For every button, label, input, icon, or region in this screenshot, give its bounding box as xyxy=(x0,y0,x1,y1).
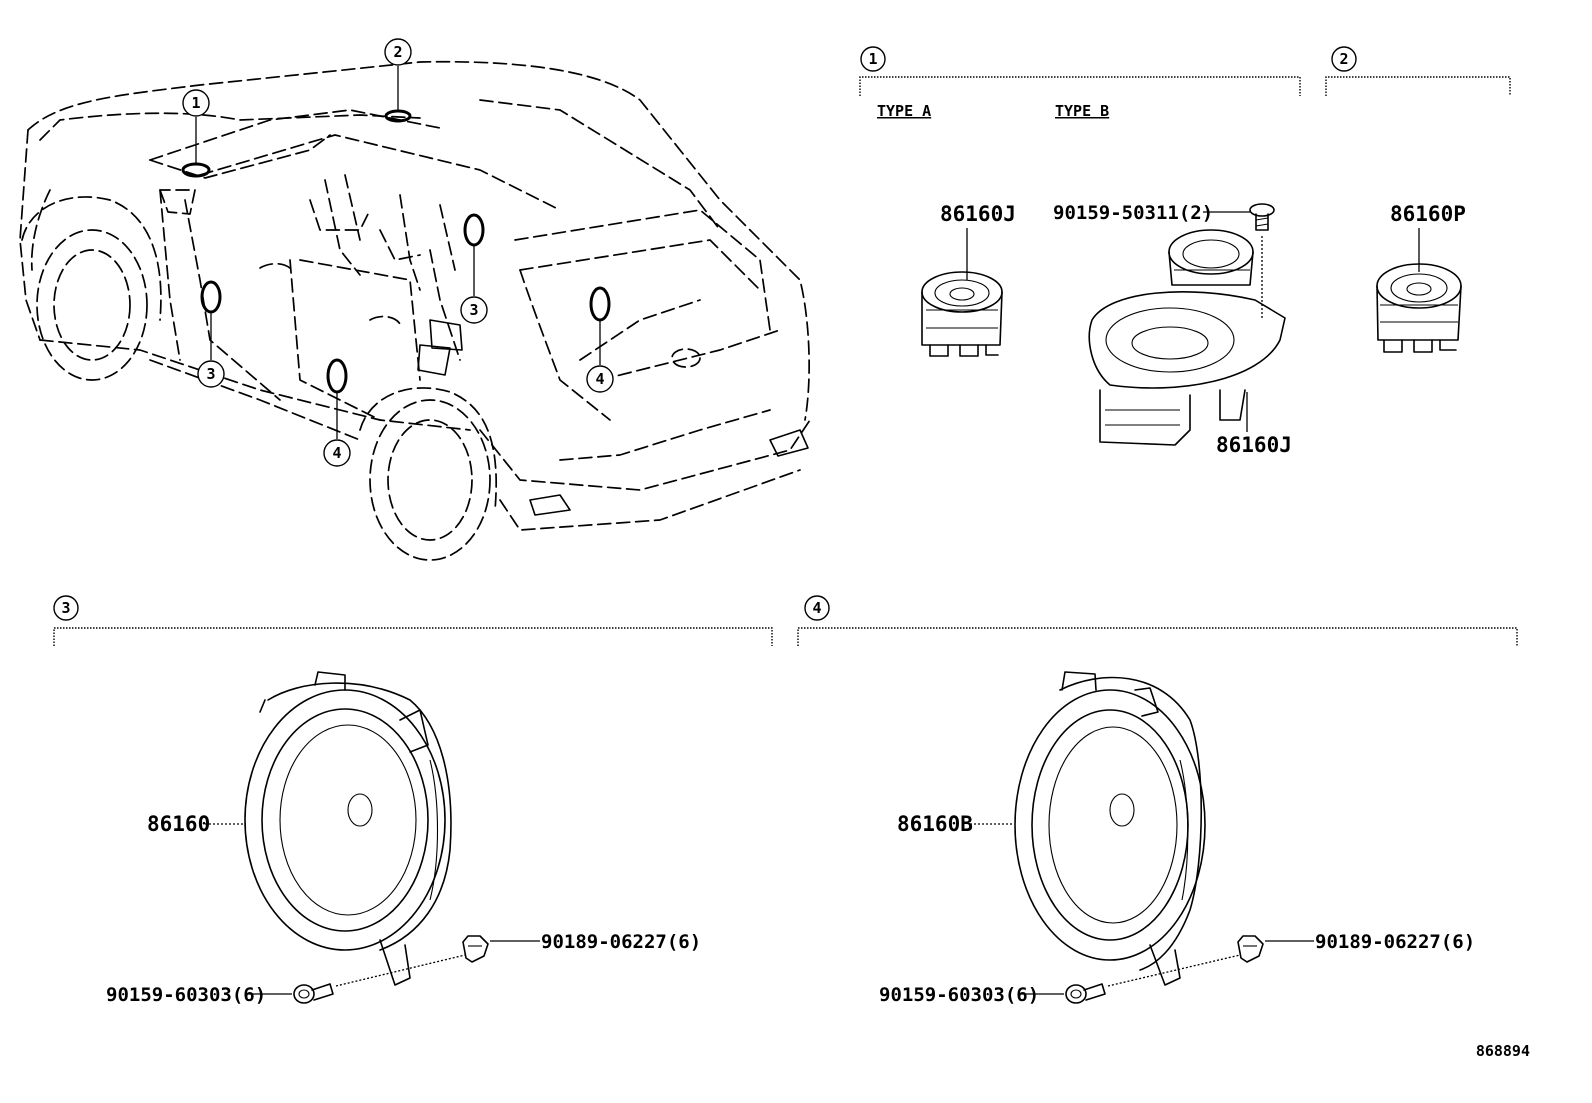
tweeter-icon xyxy=(921,271,1003,357)
part-number-front-door-screw: 90159-60303(6) xyxy=(106,984,266,1006)
svg-text:4: 4 xyxy=(595,370,604,388)
part-number-tweeter-type-a: 86160J xyxy=(940,202,1016,226)
screw-icon xyxy=(1065,983,1106,1004)
clip-icon xyxy=(462,935,489,963)
speaker-icon xyxy=(1088,291,1286,446)
car-callout-2: 2 xyxy=(384,38,412,66)
location-mark-rear-door-right xyxy=(589,286,611,322)
car-callout-4-right: 4 xyxy=(586,365,614,393)
part-number-rear-door-screw: 90159-60303(6) xyxy=(879,984,1039,1006)
part-number-front-door-clip: 90189-06227(6) xyxy=(541,931,701,953)
car-callout-3-right: 3 xyxy=(460,296,488,324)
group-callout-4: 4 xyxy=(804,595,830,621)
group-callout-3: 3 xyxy=(53,595,79,621)
part-number-rear-door-speaker: 86160B xyxy=(897,812,973,836)
svg-text:3: 3 xyxy=(206,365,215,383)
svg-text:2: 2 xyxy=(393,43,402,61)
svg-text:4: 4 xyxy=(812,599,821,617)
svg-text:1: 1 xyxy=(868,50,877,68)
group-1-tweeter-section: 1 TYPE A TYPE B 86160J 90159-50311(2) xyxy=(859,46,1301,457)
part-number-rear-door-clip: 90189-06227(6) xyxy=(1315,931,1475,953)
group-3-front-door-section: 3 86160 90189-06227(6) xyxy=(53,595,773,1006)
type-a-label: TYPE A xyxy=(877,102,931,120)
speaker-icon xyxy=(1014,671,1206,986)
car-outline-diagram xyxy=(19,60,811,561)
svg-text:1: 1 xyxy=(191,94,200,112)
group-callout-1: 1 xyxy=(860,46,886,72)
part-number-screw-type-b: 90159-50311(2) xyxy=(1053,202,1213,224)
figure-number: 868894 xyxy=(1476,1042,1530,1060)
type-b-label: TYPE B xyxy=(1055,102,1109,120)
screw-icon xyxy=(1249,203,1275,231)
car-callout-3-left: 3 xyxy=(197,360,225,388)
svg-text:3: 3 xyxy=(61,599,70,617)
speaker-icon xyxy=(244,671,452,986)
svg-text:2: 2 xyxy=(1339,50,1348,68)
clip-icon xyxy=(1237,935,1264,963)
group-2-tweeter-section: 2 86160P xyxy=(1325,46,1511,353)
location-mark-front-door-left xyxy=(200,280,222,314)
car-callout-4-left: 4 xyxy=(323,439,351,467)
group-4-rear-door-section: 4 86160B 90189-06227(6) xyxy=(797,595,1518,1006)
tweeter-icon xyxy=(1376,263,1462,353)
svg-text:3: 3 xyxy=(469,301,478,319)
location-mark-tweeter-center xyxy=(384,109,412,123)
location-mark-rear-door-left xyxy=(326,358,348,394)
part-number-speaker-type-b: 86160J xyxy=(1216,433,1292,457)
group-callout-2: 2 xyxy=(1331,46,1357,72)
svg-text:4: 4 xyxy=(332,444,341,462)
part-number-tweeter-group2: 86160P xyxy=(1390,202,1466,226)
screw-icon xyxy=(293,983,334,1004)
tweeter-icon xyxy=(1168,229,1254,286)
car-callout-1-front: 1 xyxy=(182,89,210,117)
location-mark-front-door-right xyxy=(463,213,485,247)
part-number-front-door-speaker: 86160 xyxy=(147,812,210,836)
